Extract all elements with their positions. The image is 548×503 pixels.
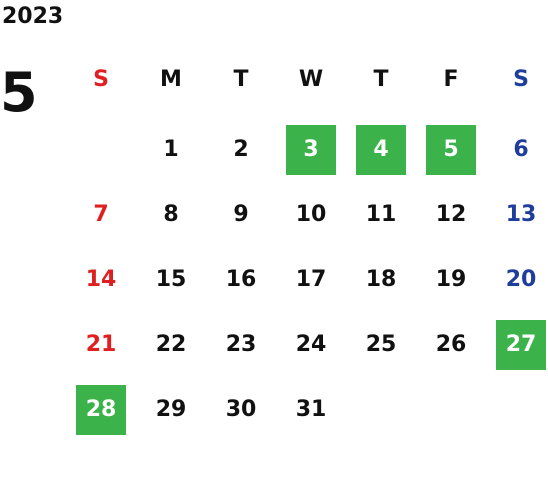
day-cell: 16: [225, 267, 257, 292]
day-cell: 13: [505, 202, 537, 227]
weekday-header-sun: S: [93, 67, 109, 92]
day-cell: 24: [295, 332, 327, 357]
day-cell: 14: [85, 267, 117, 292]
day-cell: 18: [365, 267, 397, 292]
day-cell-highlighted: 27: [496, 320, 546, 370]
weekday-header-thu: T: [373, 67, 389, 92]
day-cell-highlighted: 28: [76, 385, 126, 435]
day-cell: 15: [155, 267, 187, 292]
day-cell: 31: [295, 397, 327, 422]
day-cell-highlighted: 5: [426, 125, 476, 175]
weekday-header-sat: S: [513, 67, 529, 92]
day-cell: 30: [225, 397, 257, 422]
day-cell: 10: [295, 202, 327, 227]
day-cell: 9: [233, 202, 249, 227]
day-cell: 12: [435, 202, 467, 227]
day-cell-highlighted: 3: [286, 125, 336, 175]
weekday-header-mon: M: [160, 67, 182, 92]
day-cell: 17: [295, 267, 327, 292]
day-cell: 22: [155, 332, 187, 357]
day-cell: 26: [435, 332, 467, 357]
day-cell: 6: [513, 137, 529, 162]
day-cell: 11: [365, 202, 397, 227]
month-label: 5: [0, 61, 38, 124]
day-cell: 25: [365, 332, 397, 357]
day-cell: 23: [225, 332, 257, 357]
day-cell: 19: [435, 267, 467, 292]
day-cell: 1: [163, 137, 179, 162]
day-cell: 7: [93, 202, 109, 227]
weekday-header-wed: W: [298, 67, 324, 92]
day-cell-highlighted: 4: [356, 125, 406, 175]
day-cell: 8: [163, 202, 179, 227]
day-cell: 21: [85, 332, 117, 357]
day-cell: 20: [505, 267, 537, 292]
weekday-header-fri: F: [443, 67, 459, 92]
day-cell: 2: [233, 137, 249, 162]
day-cell: 29: [155, 397, 187, 422]
year-label: 2023: [2, 4, 64, 29]
weekday-header-tue: T: [233, 67, 249, 92]
